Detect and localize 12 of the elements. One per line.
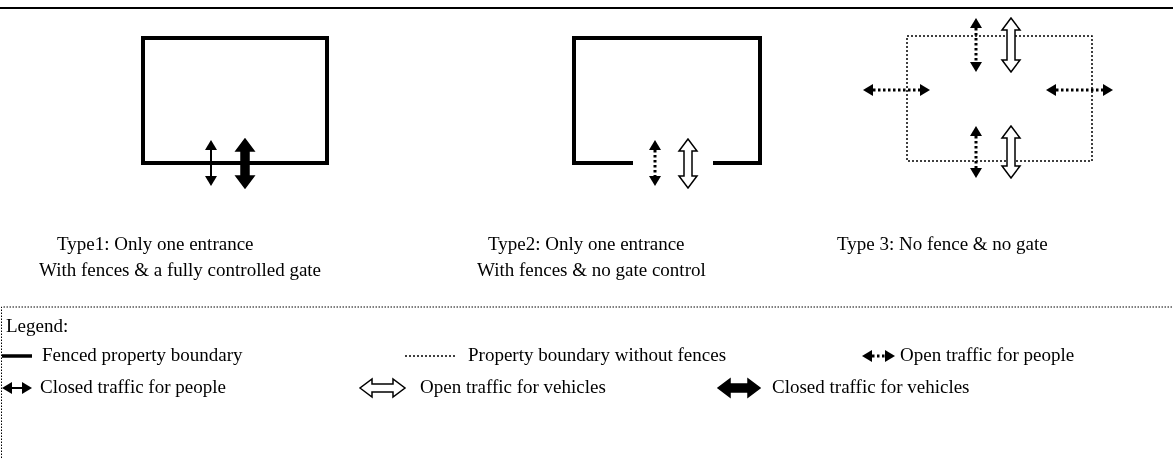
- legend-text: Closed traffic for vehicles: [772, 376, 970, 398]
- panel-caption: Type 3: No fence & no gate: [837, 233, 1048, 255]
- legend-heading: Legend:: [6, 315, 69, 337]
- legend-text: Property boundary without fences: [468, 344, 727, 366]
- panel-caption: Type2: Only one entrance: [488, 233, 685, 255]
- panel-caption: With fences & no gate control: [477, 259, 706, 281]
- panel-caption: Type1: Only one entrance: [57, 233, 254, 255]
- legend-text: Open traffic for vehicles: [420, 376, 606, 398]
- legend-text: Closed traffic for people: [40, 376, 226, 398]
- panel-caption: With fences & a fully controlled gate: [39, 259, 322, 281]
- legend-text: Open traffic for people: [900, 344, 1075, 366]
- legend-text: Fenced property boundary: [42, 344, 243, 366]
